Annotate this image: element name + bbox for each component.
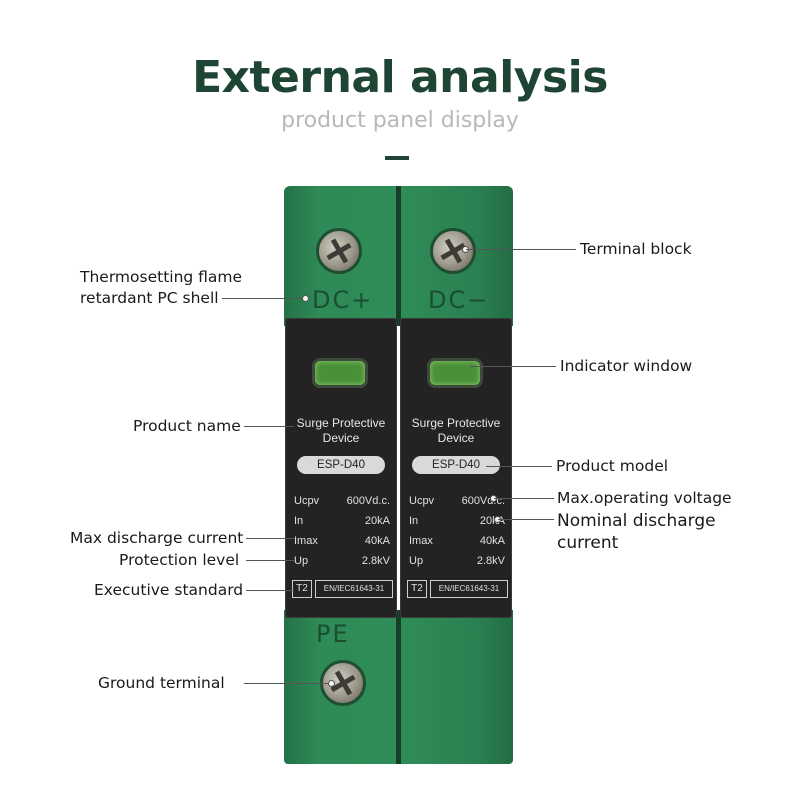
callout-shell-line1: Thermosetting flame — [80, 268, 243, 286]
callout-terminal-block-line — [466, 249, 576, 250]
callout-product-model-line — [486, 466, 552, 467]
callout-shell-dot — [302, 295, 309, 302]
callout-protection-level-line — [246, 560, 294, 561]
terminal-label-dc-plus: DC+ — [312, 286, 374, 314]
model-badge: ESP-D40 — [412, 456, 500, 474]
callout-product-name-line — [244, 426, 294, 427]
callout-product-model: Product model — [556, 457, 669, 475]
indicator-window — [312, 358, 368, 388]
callout-protection-level: Protection level — [119, 551, 240, 569]
module-divider-top — [396, 186, 401, 326]
terminal-label-dc-minus: DC− — [428, 286, 490, 314]
callout-shell-line2: retardant PC shell — [80, 289, 219, 307]
callout-max-operating-voltage: Max.operating voltage — [557, 489, 732, 507]
module-divider-bottom — [396, 610, 401, 764]
indicator-window — [427, 358, 483, 388]
callout-ground-terminal-line — [244, 683, 330, 684]
callout-indicator-window: Indicator window — [560, 357, 693, 375]
product-name-text: Surge Protective Device — [411, 416, 501, 445]
standard-badge: EN/IEC61643-31 — [315, 580, 393, 598]
callout-max-discharge-line — [246, 538, 294, 539]
page-title: External analysis — [192, 52, 608, 103]
standard-badge: EN/IEC61643-31 — [430, 580, 508, 598]
callout-ground-terminal: Ground terminal — [98, 674, 225, 692]
right-terminal-screw-icon — [430, 228, 476, 274]
page-subtitle: product panel display — [281, 108, 519, 133]
callout-nominal-line1: Nominal discharge — [557, 511, 716, 531]
callout-indicator-window-line — [470, 366, 556, 367]
callout-shell-line — [222, 298, 304, 299]
callout-nominal-line2: current — [557, 533, 619, 553]
model-badge: ESP-D40 — [297, 456, 385, 474]
callout-executive-standard: Executive standard — [94, 581, 244, 599]
callout-nominal-line — [498, 519, 554, 520]
callout-max-voltage-line — [494, 498, 554, 499]
class-badge-t2: T2 — [292, 580, 312, 598]
class-badge-t2: T2 — [407, 580, 427, 598]
callout-executive-standard-line — [246, 590, 294, 591]
ground-label-pe: PE — [316, 620, 350, 648]
callout-max-discharge: Max discharge current — [70, 529, 244, 547]
callout-product-name: Product name — [133, 417, 241, 435]
title-accent-bar — [385, 156, 409, 160]
product-name-text: Surge Protective Device — [296, 416, 386, 445]
callout-ground-terminal-dot — [328, 680, 335, 687]
callout-terminal-block: Terminal block — [580, 240, 692, 258]
left-terminal-screw-icon — [316, 228, 362, 274]
